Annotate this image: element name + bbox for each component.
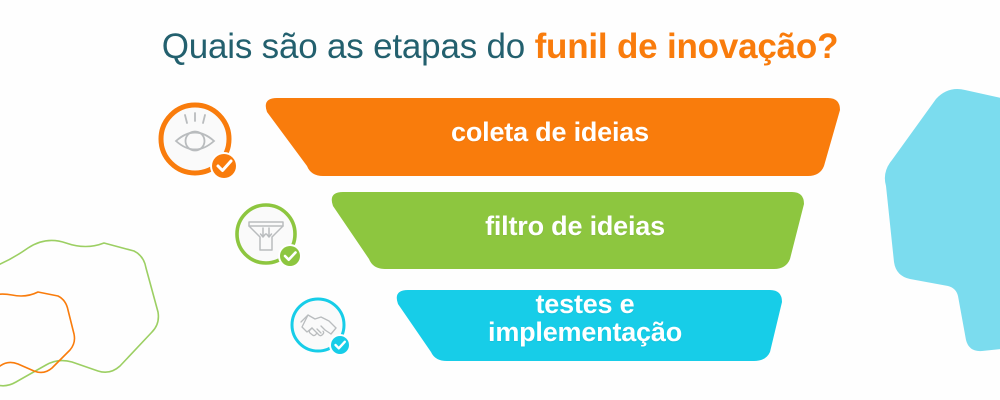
icon-circle-ring	[158, 102, 232, 176]
icon-circle-ring	[235, 203, 297, 265]
funnel-band-1	[265, 98, 840, 176]
icon-circle-face	[161, 105, 229, 173]
funnel-band-3	[396, 290, 782, 361]
check-badge	[329, 334, 351, 356]
funnel-band-2	[331, 192, 804, 269]
title-prefix: Quais são as etapas do	[161, 27, 535, 66]
funnel-icon	[248, 221, 284, 251]
title-accent: funil de inovação?	[534, 27, 839, 66]
stage-icon-1[interactable]	[155, 100, 239, 184]
stage-icon-3[interactable]	[288, 295, 352, 359]
stage-icon-2[interactable]	[232, 200, 304, 272]
check-badge	[278, 244, 302, 268]
eye-icon	[174, 112, 216, 152]
icon-circle-face	[292, 299, 344, 351]
page-title: Quais são as etapas do funil de inovação…	[0, 24, 1000, 70]
icon-circle-ring	[290, 297, 346, 353]
handshake-icon	[300, 314, 337, 337]
check-badge	[210, 152, 238, 180]
